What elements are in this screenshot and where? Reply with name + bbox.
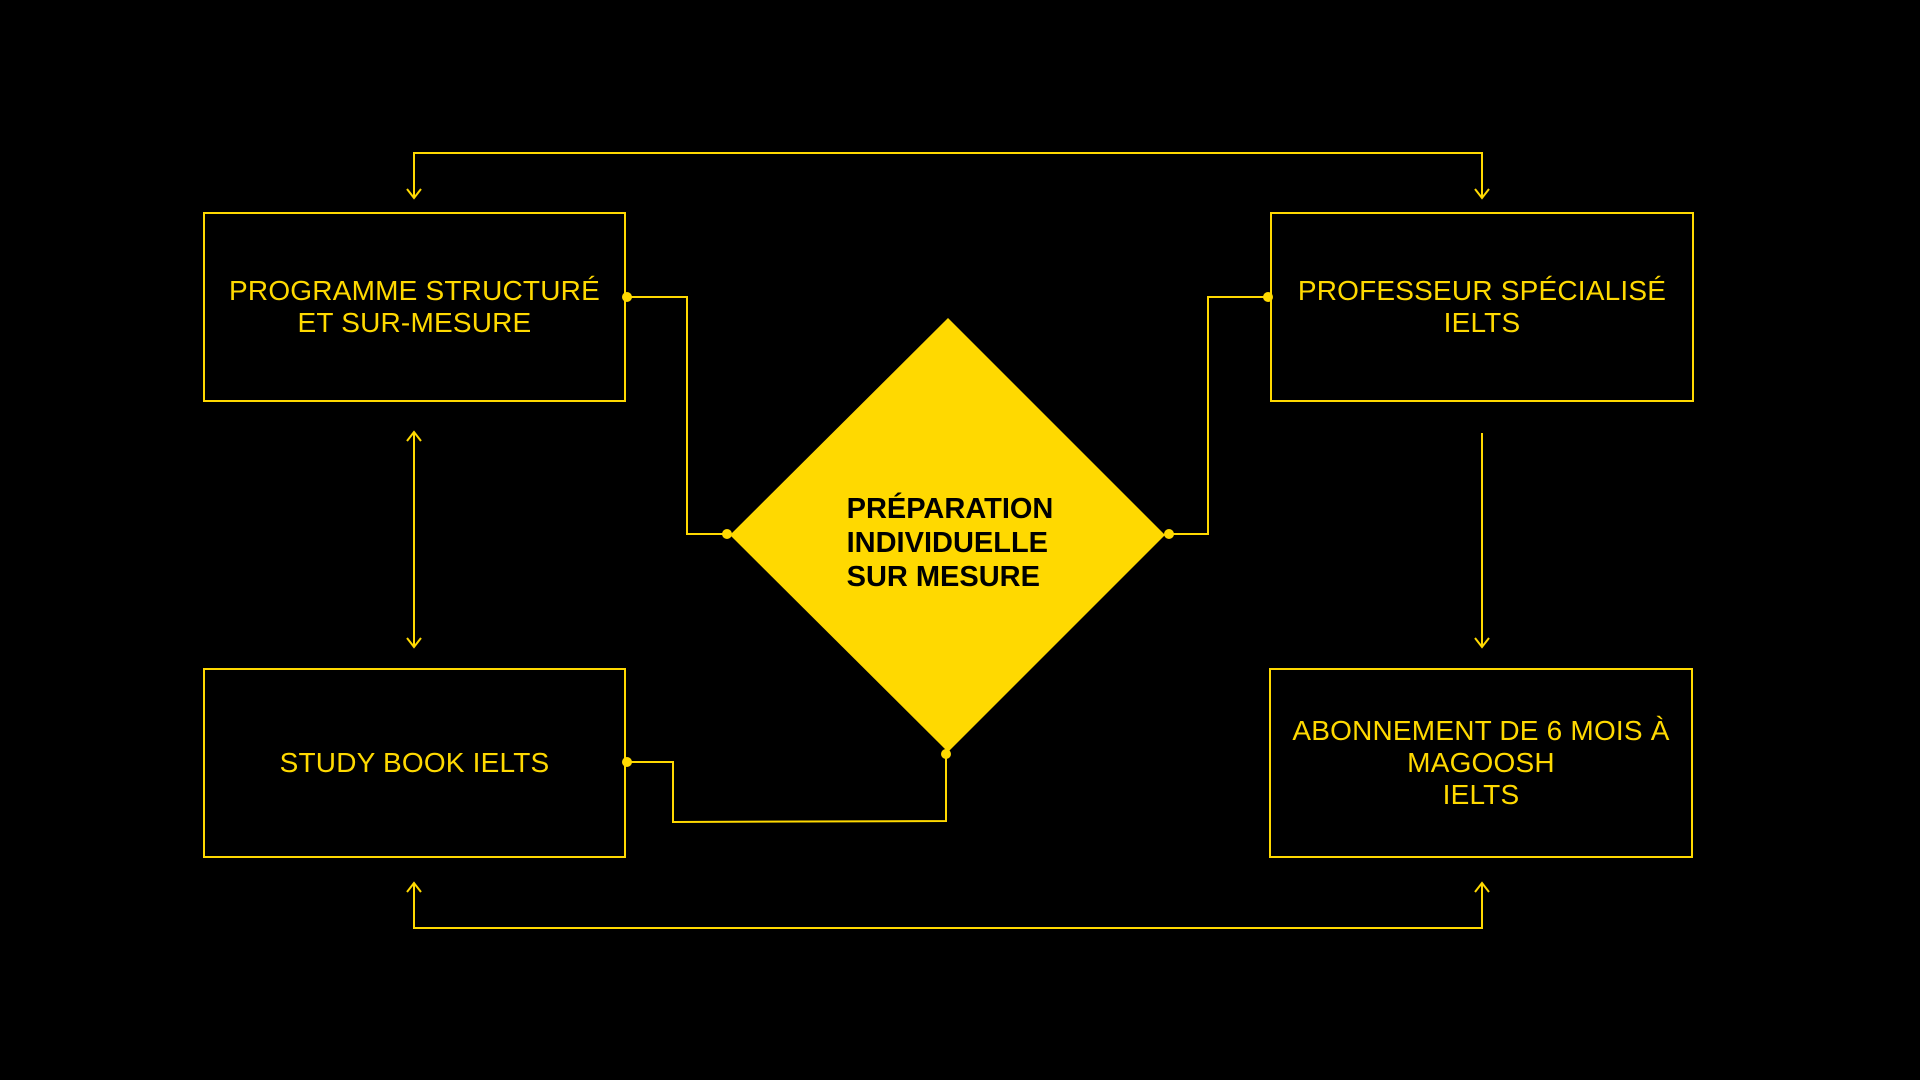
box-study-book: STUDY BOOK IELTS	[203, 668, 626, 858]
bottom-bracket-line	[413, 884, 1483, 929]
node-dot-diamond-left	[722, 529, 732, 539]
box-specialized-teacher: PROFESSEUR SPÉCIALISÉ IELTS	[1270, 212, 1694, 402]
center-diamond	[730, 318, 1165, 752]
box-study-book-label: STUDY BOOK IELTS	[279, 747, 550, 778]
arrowhead-down-left-vertical	[406, 637, 422, 649]
center-diamond-text: PRÉPARATION INDIVIDUELLE SUR MESURE	[846, 493, 1054, 593]
arrowhead-up-left-vertical	[406, 430, 422, 442]
box-magoosh-subscription-label: ABONNEMENT DE 6 MOIS À MAGOOSH IELTS	[1292, 715, 1670, 810]
center-diamond-label: PRÉPARATION INDIVIDUELLE SUR MESURE	[800, 488, 1100, 598]
arrowhead-down-top-right	[1474, 188, 1490, 200]
arrowhead-up-bottom-right	[1474, 881, 1490, 893]
node-dot-diamond-right	[1164, 529, 1174, 539]
arrowhead-up-bottom-left	[406, 881, 422, 893]
arrowhead-down-right-vertical	[1474, 637, 1490, 649]
connector-top-left-to-diamond	[626, 296, 727, 535]
box-structured-program-label: PROGRAMME STRUCTURÉ ET SUR-MESURE	[229, 275, 600, 338]
connector-bottom-left-to-diamond	[627, 754, 947, 824]
arrowhead-down-top-left	[406, 188, 422, 200]
box-structured-program: PROGRAMME STRUCTURÉ ET SUR-MESURE	[203, 212, 626, 402]
box-magoosh-subscription: ABONNEMENT DE 6 MOIS À MAGOOSH IELTS	[1269, 668, 1693, 858]
box-specialized-teacher-label: PROFESSEUR SPÉCIALISÉ IELTS	[1297, 275, 1667, 338]
connector-diamond-to-top-right	[1169, 296, 1268, 535]
top-bracket-line	[413, 152, 1483, 197]
node-dot-diamond-bottom	[941, 749, 951, 759]
